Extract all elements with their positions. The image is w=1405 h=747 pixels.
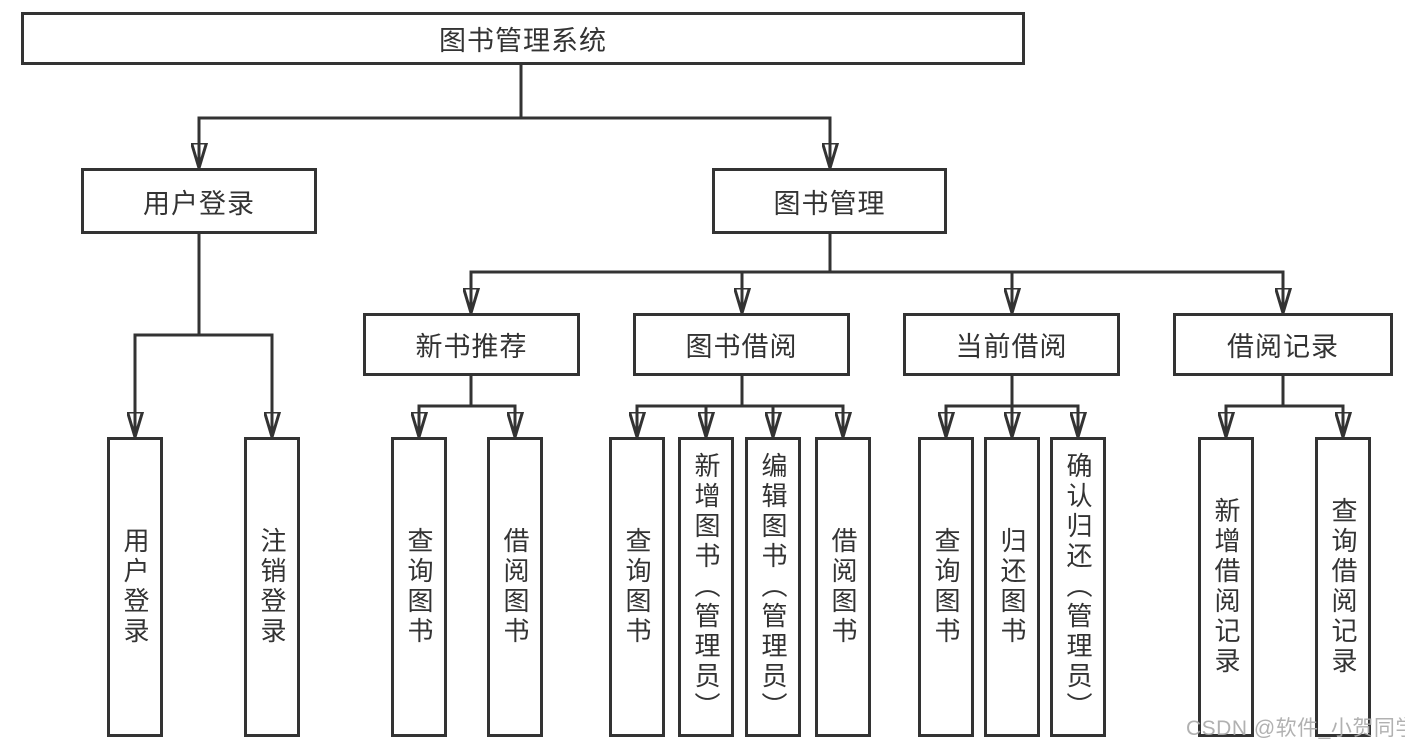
- leaf-label: 借阅图书: [500, 527, 530, 647]
- node-current-borrowing: 当前借阅: [903, 313, 1120, 376]
- node-book-management: 图书管理: [712, 168, 947, 234]
- node-library-system: 图书管理系统: [21, 12, 1025, 65]
- leaf-label: 归还图书: [997, 527, 1027, 647]
- leaf-logout: 注销登录: [244, 437, 300, 737]
- leaf-label: 新增图书（管理员）: [691, 452, 721, 722]
- leaf-user-login: 用户登录: [107, 437, 163, 737]
- leaf-borrow-add-books-admin: 新增图书（管理员）: [678, 437, 734, 737]
- leaf-current-confirm-return-admin: 确认归还（管理员）: [1050, 437, 1106, 737]
- node-label: 图书管理: [773, 188, 886, 219]
- node-book-borrowing: 图书借阅: [633, 313, 850, 376]
- node-label: 图书借阅: [685, 332, 798, 362]
- watermark-text: CSDN @软件_小贺同学: [1186, 717, 1405, 740]
- leaf-current-query-books: 查询图书: [918, 437, 974, 737]
- leaf-newbook-borrow-books: 借阅图书: [487, 437, 543, 737]
- node-new-book-recommendation: 新书推荐: [363, 313, 580, 376]
- leaf-label: 注销登录: [257, 527, 287, 647]
- node-label: 当前借阅: [955, 332, 1068, 362]
- leaf-label: 借阅图书: [828, 527, 858, 647]
- leaf-current-return-books: 归还图书: [984, 437, 1040, 737]
- leaf-borrow-borrow-books: 借阅图书: [815, 437, 871, 737]
- node-label: 用户登录: [143, 188, 255, 219]
- leaf-records-query-record: 查询借阅记录: [1315, 437, 1371, 737]
- node-label: 新书推荐: [415, 332, 528, 362]
- leaf-borrow-query-books: 查询图书: [609, 437, 665, 737]
- node-label: 图书管理系统: [439, 26, 607, 56]
- leaf-label: 查询图书: [931, 527, 961, 647]
- leaf-label: 查询图书: [404, 527, 434, 647]
- leaf-newbook-query-books: 查询图书: [391, 437, 447, 737]
- leaf-label: 查询图书: [622, 527, 652, 647]
- node-user-login: 用户登录: [81, 168, 317, 234]
- leaf-label: 新增借阅记录: [1211, 497, 1241, 677]
- leaf-label: 查询借阅记录: [1328, 497, 1358, 677]
- leaf-label: 用户登录: [120, 527, 150, 647]
- leaf-label: 确认归还（管理员）: [1063, 452, 1093, 722]
- leaf-records-add-record: 新增借阅记录: [1198, 437, 1254, 737]
- leaf-label: 编辑图书（管理员）: [758, 452, 788, 722]
- leaf-borrow-edit-books-admin: 编辑图书（管理员）: [745, 437, 801, 737]
- node-borrowing-records: 借阅记录: [1173, 313, 1393, 376]
- node-label: 借阅记录: [1227, 332, 1339, 362]
